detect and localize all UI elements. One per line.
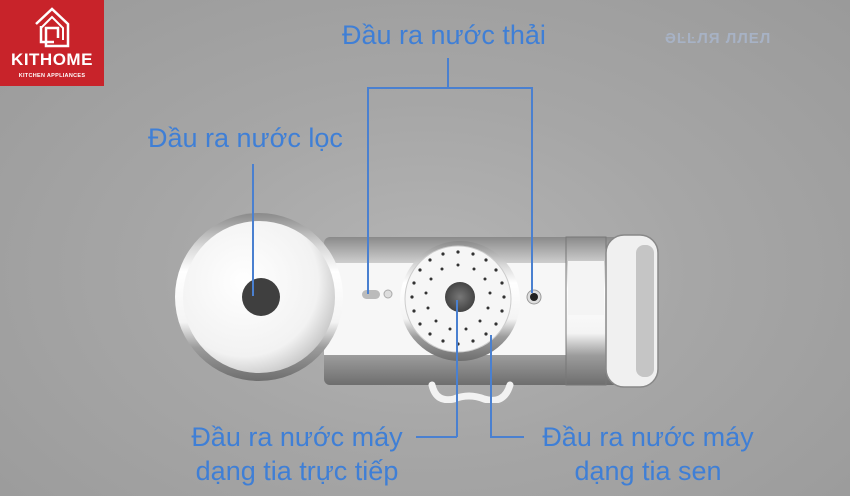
label-waste-outlet: Đầu ra nước thải (342, 20, 546, 50)
label-direct-stream: Đầu ra nước máy dạng tia trực tiếp (180, 420, 414, 488)
leader-line-shower-vertical (490, 335, 492, 437)
leader-line-waste-right (531, 87, 533, 293)
label-filtered-outlet: Đầu ra nước lọc (148, 123, 343, 153)
leader-line-waste-left (367, 87, 369, 294)
leader-line-waste-stem (447, 58, 449, 88)
logo-brand: KITHOME (11, 50, 93, 69)
leader-line-shower-horizontal (490, 436, 524, 438)
label-shower-stream: Đầu ra nước máy dạng tia sen (530, 420, 766, 488)
label-direct-stream-line1: Đầu ra nước máy (191, 422, 403, 452)
leader-line-waste-bar (367, 87, 532, 89)
label-shower-stream-line1: Đầu ra nước máy (542, 422, 754, 452)
leader-line-direct-vertical (456, 300, 458, 437)
label-shower-stream-line2: dạng tia sen (574, 456, 722, 486)
kithome-logo: KITHOME KITCHEN APPLIANCES (0, 0, 104, 86)
label-direct-stream-line2: dạng tia trực tiếp (195, 456, 399, 486)
faucet-head-illustration (175, 213, 659, 403)
logo-tagline: KITCHEN APPLIANCES (18, 73, 86, 79)
house-icon (35, 7, 70, 48)
watermark-text: ƏĿĿЛЯ ЛЛЕЛ (665, 30, 772, 47)
leader-line-direct-horizontal (416, 436, 457, 438)
leader-line-filtered (252, 164, 254, 296)
